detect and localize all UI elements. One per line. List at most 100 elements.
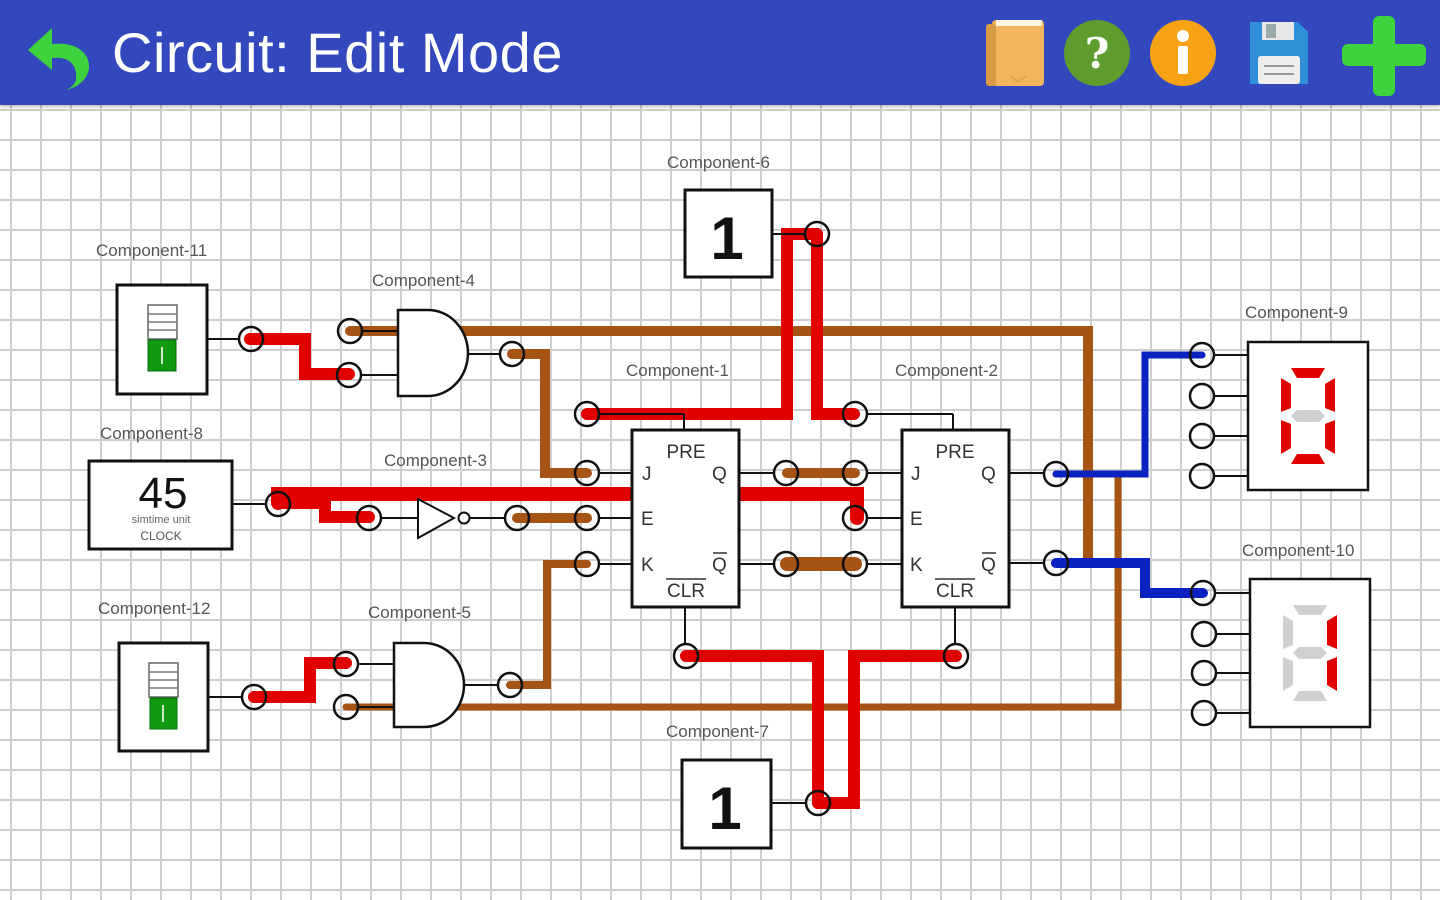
component-9-seven-segment-display[interactable]: Component-9 xyxy=(1214,303,1370,492)
component-label: Component-11 xyxy=(96,241,207,260)
component-6-constant[interactable]: Component-6 1 xyxy=(667,153,805,279)
connector-pin[interactable] xyxy=(803,220,831,248)
connector-pin[interactable] xyxy=(1190,699,1218,727)
segment-b xyxy=(1325,378,1335,412)
wire[interactable] xyxy=(248,657,352,703)
connector-pin[interactable] xyxy=(942,642,970,670)
wire[interactable] xyxy=(507,349,592,478)
component-label: Component-10 xyxy=(1242,541,1354,560)
connector-pin[interactable] xyxy=(1190,620,1218,648)
wire[interactable] xyxy=(811,228,860,420)
component-2-jk-flip-flop[interactable]: Component-2 PRE J Q E K Q CLR xyxy=(866,361,1044,644)
connector-pin[interactable] xyxy=(498,340,526,368)
wire[interactable] xyxy=(680,650,824,809)
help-button[interactable]: ? xyxy=(1062,16,1132,90)
component-11-switch[interactable]: Component-11 xyxy=(96,241,239,396)
pin-label-k: K xyxy=(641,555,654,576)
component-label: Component-7 xyxy=(666,722,769,741)
book-icon xyxy=(986,20,1044,86)
connector-pin[interactable] xyxy=(841,550,869,578)
pin-label-e: E xyxy=(910,509,923,530)
pin-label-j: J xyxy=(911,464,921,485)
component-label: Component-4 xyxy=(372,271,475,290)
wire[interactable] xyxy=(244,333,355,380)
connector-pin[interactable] xyxy=(332,693,360,721)
wire[interactable] xyxy=(1051,558,1208,598)
connector-pin[interactable] xyxy=(772,550,800,578)
connector-pin[interactable] xyxy=(1188,422,1216,450)
connector-pin[interactable] xyxy=(335,361,363,389)
connector-pin[interactable] xyxy=(672,642,700,670)
connector-pin[interactable] xyxy=(332,650,360,678)
connector-pin[interactable] xyxy=(240,683,268,711)
clock-unit: simtime unit xyxy=(132,514,191,526)
back-button[interactable] xyxy=(22,20,94,90)
pin-label-q: Q xyxy=(981,464,996,485)
segment-e xyxy=(1283,657,1293,691)
connector-pin[interactable] xyxy=(1042,549,1070,577)
connector-pin[interactable] xyxy=(496,671,524,699)
component-12-switch[interactable]: Component-12 xyxy=(98,599,242,753)
pin-label-pre: PRE xyxy=(666,442,705,463)
connector-pin[interactable] xyxy=(1042,460,1070,488)
constant-value: 1 xyxy=(708,775,741,842)
segment-c xyxy=(1325,420,1335,454)
digit-segments xyxy=(1283,605,1337,701)
connector-pin[interactable] xyxy=(1190,659,1218,687)
component-1-jk-flip-flop[interactable]: Component-1 PRE J Q E K Q CLR xyxy=(598,361,775,644)
page-title: Circuit: Edit Mode xyxy=(112,21,563,84)
clock-period: 45 xyxy=(139,469,188,518)
segment-b xyxy=(1327,615,1337,649)
connector-pin[interactable] xyxy=(573,550,601,578)
connector-pin[interactable] xyxy=(841,400,869,428)
connector-pin[interactable] xyxy=(1188,462,1216,490)
component-5-and-gate[interactable]: Component-5 xyxy=(358,603,497,729)
connector-pin[interactable] xyxy=(841,459,869,487)
connector-pin[interactable] xyxy=(264,490,292,518)
save-button[interactable] xyxy=(1246,16,1312,90)
connector-pin[interactable] xyxy=(503,504,531,532)
connector-pin[interactable] xyxy=(841,504,869,532)
segment-f xyxy=(1281,378,1291,412)
connector-pin[interactable] xyxy=(1188,341,1216,369)
connector-pin[interactable] xyxy=(772,459,800,487)
component-7-constant[interactable]: Component-7 1 xyxy=(666,722,806,850)
svg-text:?: ? xyxy=(1085,29,1110,78)
pin-label-qbar: Q xyxy=(981,555,996,576)
wire[interactable] xyxy=(506,560,591,689)
connector-pin[interactable] xyxy=(336,317,364,345)
digit-segments xyxy=(1281,368,1335,464)
connector-pin[interactable] xyxy=(237,325,265,353)
pin-label-e: E xyxy=(641,509,654,530)
component-label: Component-2 xyxy=(895,361,998,380)
plus-icon xyxy=(1342,16,1426,96)
component-label: Component-1 xyxy=(626,361,729,380)
connector-pin[interactable] xyxy=(355,504,383,532)
connector-pin[interactable] xyxy=(573,400,601,428)
library-button[interactable] xyxy=(984,16,1046,90)
info-button[interactable] xyxy=(1148,16,1218,90)
add-component-button[interactable] xyxy=(1340,16,1428,96)
pin-label-k: K xyxy=(910,555,923,576)
component-10-seven-segment-display[interactable]: Component-10 xyxy=(1215,541,1372,729)
component-8-clock[interactable]: Component-8 45 simtime unit CLOCK xyxy=(87,424,266,551)
floppy-disk-icon xyxy=(1250,22,1308,84)
info-icon xyxy=(1150,20,1216,86)
connector-pin[interactable] xyxy=(1188,382,1216,410)
pin-label-q: Q xyxy=(712,464,727,485)
wire[interactable] xyxy=(272,497,375,523)
component-4-and-gate[interactable]: Component-4 xyxy=(362,271,500,398)
connector-pin[interactable] xyxy=(1189,579,1217,607)
help-icon: ? xyxy=(1064,20,1130,86)
component-label: Component-9 xyxy=(1245,303,1348,322)
segment-c xyxy=(1327,657,1337,691)
segment-f xyxy=(1283,615,1293,649)
connector-pin[interactable] xyxy=(573,504,601,532)
wire[interactable] xyxy=(812,650,962,809)
component-3-not-gate[interactable]: Component-3 xyxy=(381,451,505,540)
connector-pin[interactable] xyxy=(804,789,832,817)
wire[interactable] xyxy=(1052,351,1206,478)
connector-pin[interactable] xyxy=(573,459,601,487)
component-label: Component-5 xyxy=(368,603,471,622)
